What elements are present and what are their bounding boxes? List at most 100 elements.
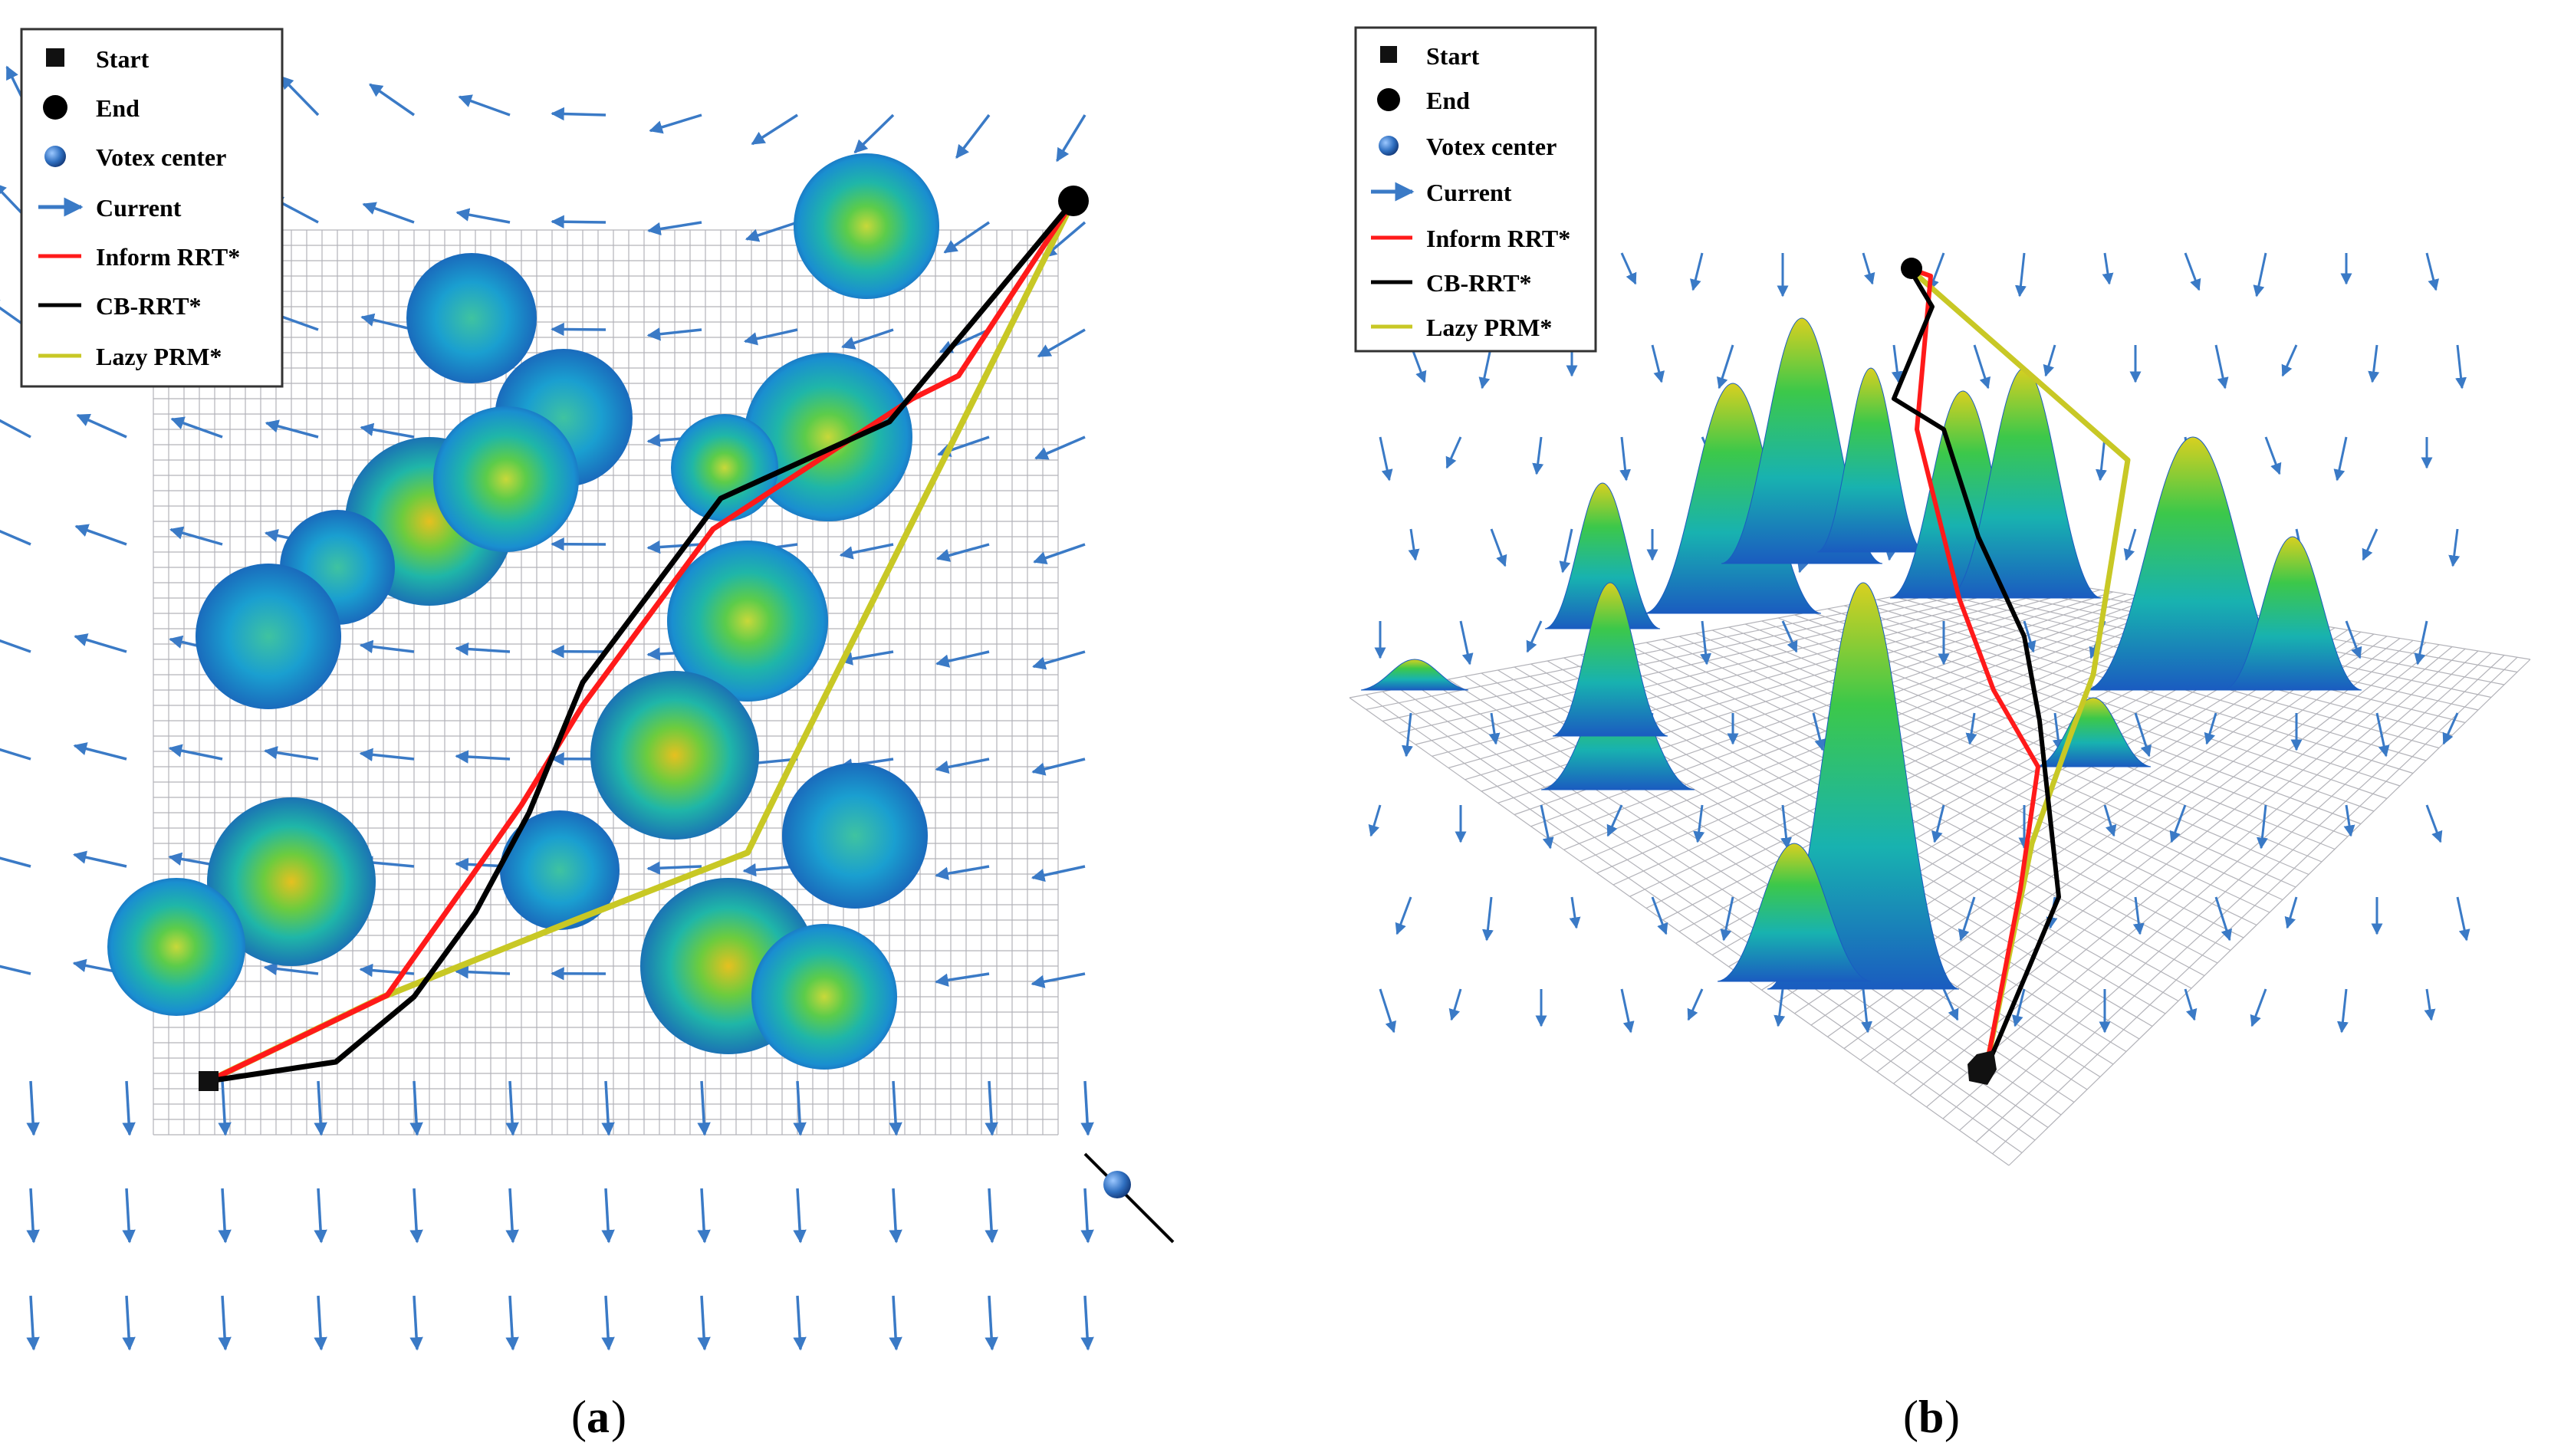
current-arrow — [1958, 896, 1976, 942]
legend-b-cb-label: CB-RRT* — [1426, 269, 1532, 297]
current-arrow — [314, 1295, 327, 1351]
current-arrow — [2362, 528, 2378, 561]
current-arrow — [751, 113, 798, 146]
current-arrow — [2169, 804, 2187, 843]
current-arrow — [2123, 528, 2137, 561]
current-arrow — [265, 419, 319, 439]
current-arrow — [697, 1295, 711, 1351]
current-arrow — [1368, 804, 1382, 837]
current-arrow — [745, 221, 798, 242]
legend-b-vortex-label: Votex center — [1426, 133, 1557, 160]
current-arrow — [2052, 712, 2064, 751]
current-arrow — [1448, 988, 1462, 1021]
legend-vortex-label: Votex center — [96, 143, 226, 171]
current-arrow — [2014, 252, 2027, 297]
current-arrow — [2095, 436, 2107, 481]
current-arrow — [1401, 712, 1413, 758]
current-arrow — [1931, 804, 1945, 843]
legend-b-start-symbol — [1380, 46, 1397, 63]
current-arrow — [1606, 804, 1623, 837]
current-arrow — [1651, 896, 1668, 935]
current-arrow — [74, 633, 127, 653]
current-arrow — [601, 1295, 615, 1351]
current-arrow — [2214, 896, 2233, 942]
current-arrow — [551, 322, 607, 337]
current-arrow — [601, 1188, 615, 1244]
current-arrow — [646, 327, 702, 341]
current-arrow — [1379, 436, 1393, 481]
start-marker-a — [199, 1071, 219, 1091]
current-arrow — [839, 543, 894, 560]
current-arrow — [1080, 1080, 1094, 1136]
current-arrow — [1720, 896, 1734, 942]
caption-b-open: ( — [1903, 1392, 1918, 1442]
current-arrow — [72, 850, 127, 868]
current-arrow — [0, 419, 31, 439]
obstacle-peak — [1816, 367, 1925, 553]
vortex-center-a — [1103, 1171, 1131, 1198]
current-arrow — [1481, 896, 1494, 942]
current-arrow — [793, 1080, 807, 1136]
current-arrow — [26, 1295, 40, 1351]
current-arrow — [793, 1188, 807, 1244]
cb-rrt-path-a — [208, 199, 1076, 1084]
current-arrow — [1488, 712, 1501, 745]
current-arrow — [2345, 620, 2362, 659]
legend-start-label: Start — [96, 45, 150, 73]
current-arrow — [0, 529, 31, 546]
obstacle-dome — [794, 153, 939, 299]
current-arrow — [1031, 972, 1086, 988]
current-arrow — [646, 861, 702, 875]
current-arrow — [889, 1080, 902, 1136]
current-arrow — [2284, 896, 2298, 929]
legend-end-symbol — [43, 95, 67, 120]
obstacle-peak — [1717, 843, 1872, 982]
vortex-axis-a — [1083, 1152, 1175, 1244]
current-arrow — [742, 863, 798, 877]
current-arrow — [455, 965, 511, 979]
current-arrow — [362, 202, 415, 224]
current-arrow — [697, 1080, 711, 1136]
current-arrow — [1942, 988, 1959, 1021]
current-arrow — [853, 113, 895, 154]
current-arrow — [2184, 988, 2198, 1021]
current-arrow — [985, 1080, 998, 1136]
current-arrow — [1032, 650, 1086, 670]
current-arrow — [122, 1188, 136, 1244]
current-arrow — [1774, 988, 1786, 1027]
obstacle-peak — [1552, 582, 1668, 737]
current-arrow — [2425, 804, 2443, 843]
current-arrow — [1031, 758, 1086, 776]
current-arrow — [2184, 252, 2201, 291]
current-arrow — [2256, 804, 2268, 850]
current-arrow — [985, 1188, 998, 1244]
current-arrow — [2455, 344, 2467, 389]
current-arrow — [1037, 328, 1086, 358]
current-arrow — [1459, 620, 1474, 666]
current-arrow — [943, 221, 990, 254]
current-arrow — [218, 1080, 232, 1136]
current-arrow — [263, 961, 319, 976]
current-arrow — [2204, 712, 2217, 745]
current-arrow — [1689, 252, 1704, 291]
legend-current-label: Current — [96, 194, 182, 222]
current-arrow — [2023, 620, 2037, 653]
obstacle-dome — [406, 253, 537, 383]
current-arrow — [1490, 528, 1507, 567]
obstacle-dome — [782, 763, 928, 909]
current-arrow — [76, 413, 127, 439]
caption-b: ( b ) — [1903, 1392, 1960, 1442]
legend-lazy-label: Lazy PRM* — [96, 343, 222, 370]
obstacle-dome — [751, 924, 897, 1070]
legend-b-end-label: End — [1426, 87, 1470, 114]
current-arrow — [2132, 896, 2145, 935]
current-arrow — [935, 865, 990, 880]
current-arrow — [889, 1295, 902, 1351]
current-arrow — [697, 1188, 711, 1244]
current-arrow — [2343, 804, 2355, 837]
legend-b-start-label: Start — [1426, 42, 1480, 70]
caption-a-letter: a — [587, 1392, 610, 1442]
current-arrow — [314, 1188, 327, 1244]
obstacle-peaks-b — [1360, 317, 2362, 990]
legend-b-end-symbol — [1377, 88, 1400, 111]
